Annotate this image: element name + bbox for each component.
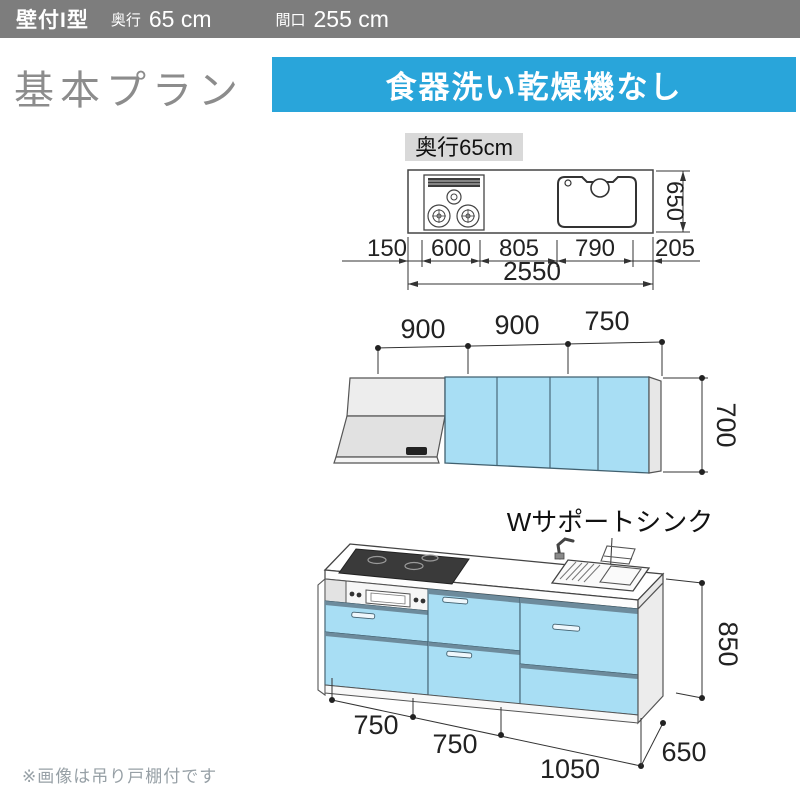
- base-section-sink: [519, 597, 639, 716]
- dim-left-filler: 150: [367, 235, 407, 262]
- faucet-icon: [556, 537, 575, 560]
- dim-stove: 600: [431, 235, 471, 262]
- depth-tag-bg: [405, 133, 523, 161]
- depth-tag-text: 奥行65cm: [415, 135, 513, 160]
- width-label: 間口: [275, 11, 306, 29]
- base-section-middle: [427, 588, 521, 705]
- dim-wall-seg2: 900: [494, 310, 539, 340]
- base-height-dimension: [665, 578, 705, 701]
- sink-top: [550, 537, 651, 592]
- wall-cabinet-view: 900 900 750 700: [333, 306, 741, 475]
- base-left-end-panel: [317, 577, 326, 697]
- drawer-handle: [446, 650, 473, 659]
- wall-cabinet-side-face: [648, 376, 662, 474]
- kitchen-drawing: 奥行65cm: [317, 133, 743, 784]
- dim-base-depth: 650: [661, 737, 706, 767]
- dim-wall-seg1: 900: [400, 314, 445, 344]
- dim-sink: 790: [575, 235, 615, 262]
- range-hood: [333, 377, 446, 464]
- header-bar: 壁付I型 奥行 65 cm 間口 255 cm: [0, 0, 800, 38]
- dim-wall-height: 700: [711, 402, 741, 447]
- grill-door: [365, 589, 411, 608]
- drawer-handle: [351, 611, 376, 620]
- hood-control-panel: [406, 447, 427, 455]
- dim-middle: 805: [499, 235, 539, 262]
- base-width-dimensions: [329, 678, 666, 769]
- base-right-side-face: [637, 581, 664, 725]
- drawer-handle: [552, 623, 581, 632]
- dim-base-height: 850: [713, 621, 743, 666]
- dim-base-seg2: 750: [432, 729, 477, 759]
- plan-title: 基本プラン: [14, 69, 244, 113]
- kitchen-type-label: 壁付I型: [16, 9, 89, 32]
- dim-base-seg3: 1050: [540, 754, 600, 784]
- wall-dimension-lines: [375, 339, 665, 376]
- sink-callout-label: Wサポートシンク: [507, 507, 714, 537]
- drawer-handle: [442, 596, 469, 605]
- base-section-stove: [324, 578, 429, 696]
- top-view-dimension-lines: [342, 170, 700, 290]
- wall-height-dimension: [663, 375, 708, 475]
- dim-counter-depth: 650: [661, 181, 688, 221]
- width-value: 255 cm: [313, 5, 389, 32]
- stove-top: [338, 548, 470, 585]
- dim-wall-seg3: 750: [584, 306, 629, 336]
- footnote: ※画像は吊り戸棚付です: [22, 767, 218, 786]
- sink-plan-icon: [557, 176, 637, 228]
- dishwasher-banner-text: 食器洗い乾燥機なし: [385, 70, 683, 105]
- depth-value: 65 cm: [148, 5, 212, 32]
- base-cabinet-view: Wサポートシンク: [317, 507, 743, 784]
- support-rack-icon: [600, 545, 636, 565]
- dim-base-seg1: 750: [353, 710, 398, 740]
- dim-total-width: 2550: [503, 256, 561, 286]
- dim-right-filler: 205: [655, 235, 695, 262]
- wall-cabinets: [444, 376, 662, 474]
- stove-plan-icon: [423, 174, 485, 231]
- dishwasher-banner: 食器洗い乾燥機なし: [272, 57, 796, 112]
- depth-label: 奥行: [110, 11, 141, 29]
- top-view: 奥行65cm: [342, 133, 700, 290]
